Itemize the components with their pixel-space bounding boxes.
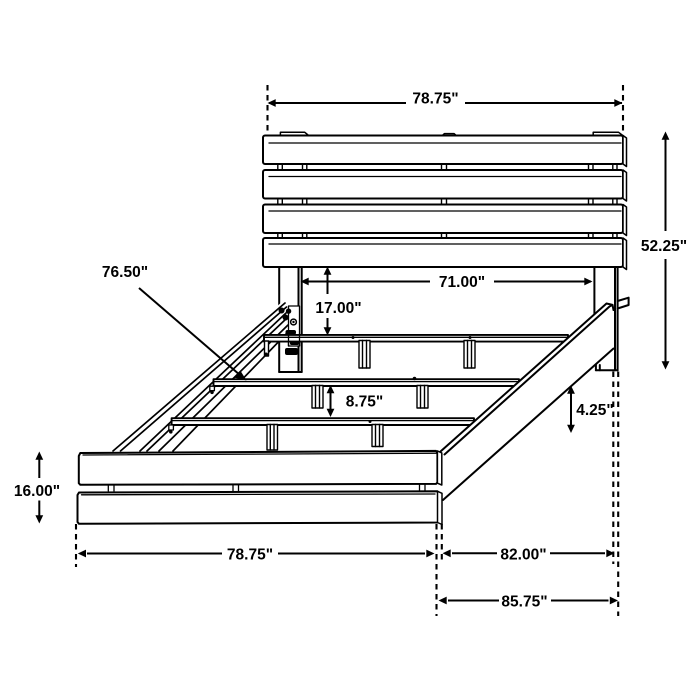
svg-text:4.25": 4.25" xyxy=(576,402,614,419)
svg-text:52.25": 52.25" xyxy=(641,238,687,255)
svg-text:16.00": 16.00" xyxy=(14,483,60,500)
svg-text:17.00": 17.00" xyxy=(315,300,361,317)
svg-text:78.75": 78.75" xyxy=(412,91,458,108)
svg-text:82.00": 82.00" xyxy=(500,547,546,564)
svg-text:8.75": 8.75" xyxy=(346,394,384,411)
svg-text:71.00": 71.00" xyxy=(439,274,485,291)
svg-text:85.75": 85.75" xyxy=(501,594,547,611)
svg-text:78.75": 78.75" xyxy=(227,547,273,564)
svg-text:76.50": 76.50" xyxy=(102,264,148,281)
